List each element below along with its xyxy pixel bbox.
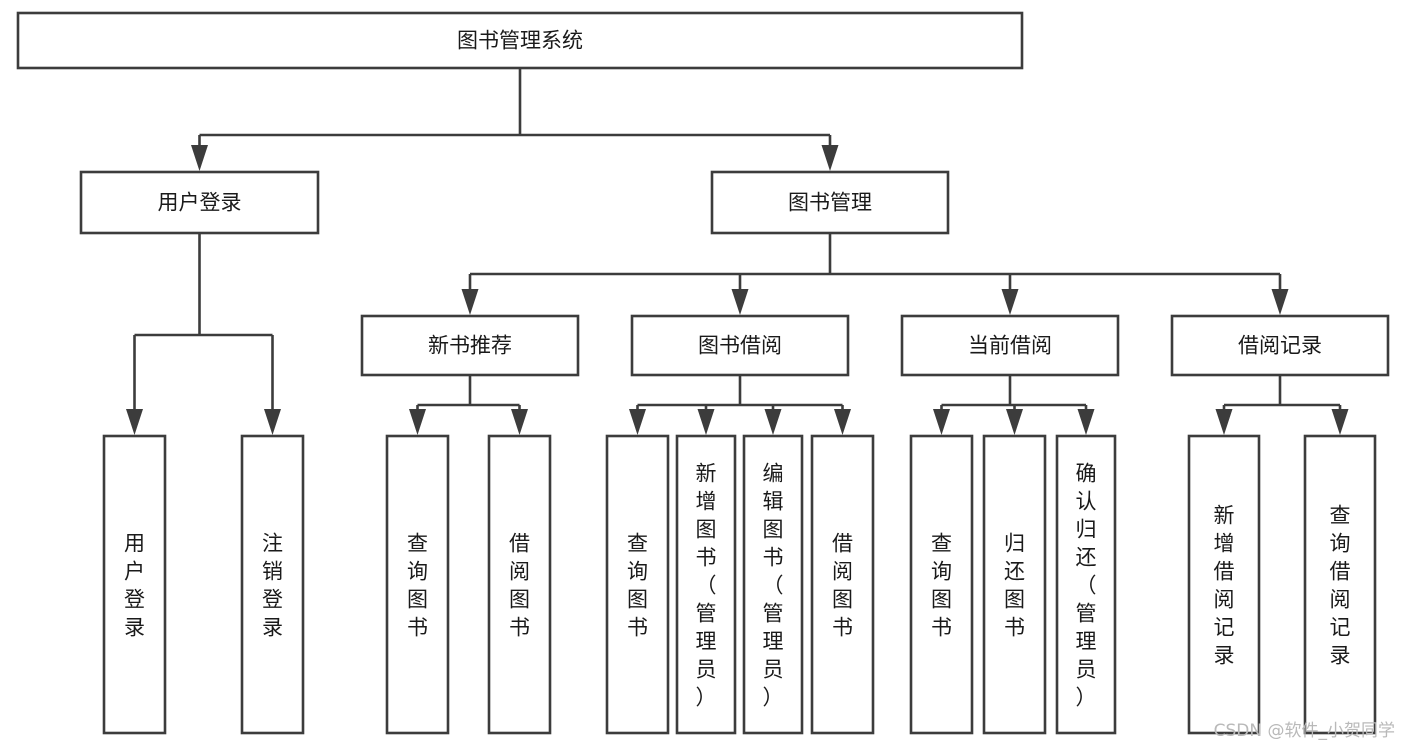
- node-box[interactable]: [385, 434, 450, 735]
- node-new-book-recommend[interactable]: 新书推荐: [360, 314, 580, 377]
- node-box[interactable]: [675, 434, 737, 735]
- node-box[interactable]: [1303, 434, 1377, 735]
- node-box[interactable]: [909, 434, 974, 735]
- node-leaf-logout-login[interactable]: 注销登录: [240, 434, 305, 735]
- node-label: 新书推荐: [428, 334, 512, 358]
- node-label: 借阅图书: [832, 531, 853, 639]
- arrow-head-icon: [629, 409, 646, 435]
- node-box[interactable]: [102, 434, 167, 735]
- node-box[interactable]: [487, 434, 552, 735]
- node-label: 查询图书: [627, 531, 648, 639]
- node-root[interactable]: 图书管理系统: [16, 11, 1024, 70]
- node-leaf-query-borrow-record[interactable]: 查询借阅记录: [1303, 434, 1377, 735]
- node-label: 查询借阅记录: [1330, 503, 1351, 667]
- node-book-manage[interactable]: 图书管理: [710, 170, 950, 235]
- node-box[interactable]: [1170, 314, 1390, 377]
- arrow-head-icon: [1001, 289, 1019, 315]
- arrow-head-icon: [126, 409, 143, 435]
- node-label: 查询图书: [407, 531, 428, 639]
- node-box[interactable]: [982, 434, 1047, 735]
- node-leaf-add-borrow-record[interactable]: 新增借阅记录: [1187, 434, 1261, 735]
- node-box[interactable]: [240, 434, 305, 735]
- node-user-login[interactable]: 用户登录: [79, 170, 320, 235]
- node-leaf-confirm-return-admin[interactable]: 确认归还（管理员）: [1055, 434, 1117, 735]
- node-label: 查询图书: [931, 531, 952, 639]
- arrow-head-icon: [1215, 409, 1233, 435]
- arrow-head-icon: [764, 409, 782, 435]
- arrow-head-icon: [731, 289, 749, 315]
- node-leaf-query-book-2[interactable]: 查询图书: [605, 434, 670, 735]
- node-label: 借阅图书: [509, 531, 530, 639]
- arrow-head-icon: [1006, 409, 1023, 435]
- node-label: 当前借阅: [968, 334, 1052, 358]
- arrow-head-icon: [461, 289, 479, 315]
- arrow-head-icon: [191, 145, 208, 171]
- node-label: 注销登录: [262, 531, 283, 639]
- node-label: 新增借阅记录: [1214, 503, 1235, 667]
- node-leaf-edit-book-admin[interactable]: 编辑图书（管理员）: [742, 434, 804, 735]
- node-leaf-borrow-book-1[interactable]: 借阅图书: [487, 434, 552, 735]
- arrow-head-icon: [933, 409, 950, 435]
- node-label: 图书管理: [788, 191, 872, 215]
- node-box[interactable]: [605, 434, 670, 735]
- node-box[interactable]: [630, 314, 850, 377]
- node-label: 用户登录: [158, 191, 242, 215]
- arrow-head-icon: [264, 409, 281, 435]
- node-box[interactable]: [810, 434, 875, 735]
- node-label: 用户登录: [124, 531, 145, 639]
- node-leaf-user-login[interactable]: 用户登录: [102, 434, 167, 735]
- arrow-head-icon: [834, 409, 851, 435]
- arrow-head-icon: [1077, 409, 1095, 435]
- node-box[interactable]: [1187, 434, 1261, 735]
- node-leaf-add-book-admin[interactable]: 新增图书（管理员）: [675, 434, 737, 735]
- connectors-layer: [126, 68, 1349, 435]
- node-label: 图书管理系统: [457, 29, 583, 53]
- node-borrow-record[interactable]: 借阅记录: [1170, 314, 1390, 377]
- arrow-head-icon: [1331, 409, 1349, 435]
- node-label: 新增图书（管理员）: [696, 461, 717, 709]
- arrow-head-icon: [697, 409, 715, 435]
- node-leaf-borrow-book-2[interactable]: 借阅图书: [810, 434, 875, 735]
- node-leaf-return-book[interactable]: 归还图书: [982, 434, 1047, 735]
- node-box[interactable]: [79, 170, 320, 235]
- node-leaf-query-book-3[interactable]: 查询图书: [909, 434, 974, 735]
- node-label: 图书借阅: [698, 334, 782, 358]
- node-label: 归还图书: [1004, 531, 1025, 639]
- node-box[interactable]: [16, 11, 1024, 70]
- node-book-borrow[interactable]: 图书借阅: [630, 314, 850, 377]
- arrow-head-icon: [409, 409, 426, 435]
- arrow-head-icon: [511, 409, 528, 435]
- arrow-head-icon: [1271, 289, 1289, 315]
- node-box[interactable]: [742, 434, 804, 735]
- node-box[interactable]: [360, 314, 580, 377]
- nodes-layer: 图书管理系统用户登录图书管理新书推荐图书借阅当前借阅借阅记录用户登录注销登录查询…: [16, 11, 1390, 735]
- node-current-borrow[interactable]: 当前借阅: [900, 314, 1120, 377]
- node-label: 借阅记录: [1238, 334, 1322, 358]
- node-box[interactable]: [710, 170, 950, 235]
- node-label: 编辑图书（管理员）: [763, 461, 784, 709]
- arrow-head-icon: [821, 145, 839, 171]
- node-box[interactable]: [900, 314, 1120, 377]
- node-label: 确认归还（管理员）: [1076, 461, 1097, 709]
- node-box[interactable]: [1055, 434, 1117, 735]
- node-leaf-query-book-1[interactable]: 查询图书: [385, 434, 450, 735]
